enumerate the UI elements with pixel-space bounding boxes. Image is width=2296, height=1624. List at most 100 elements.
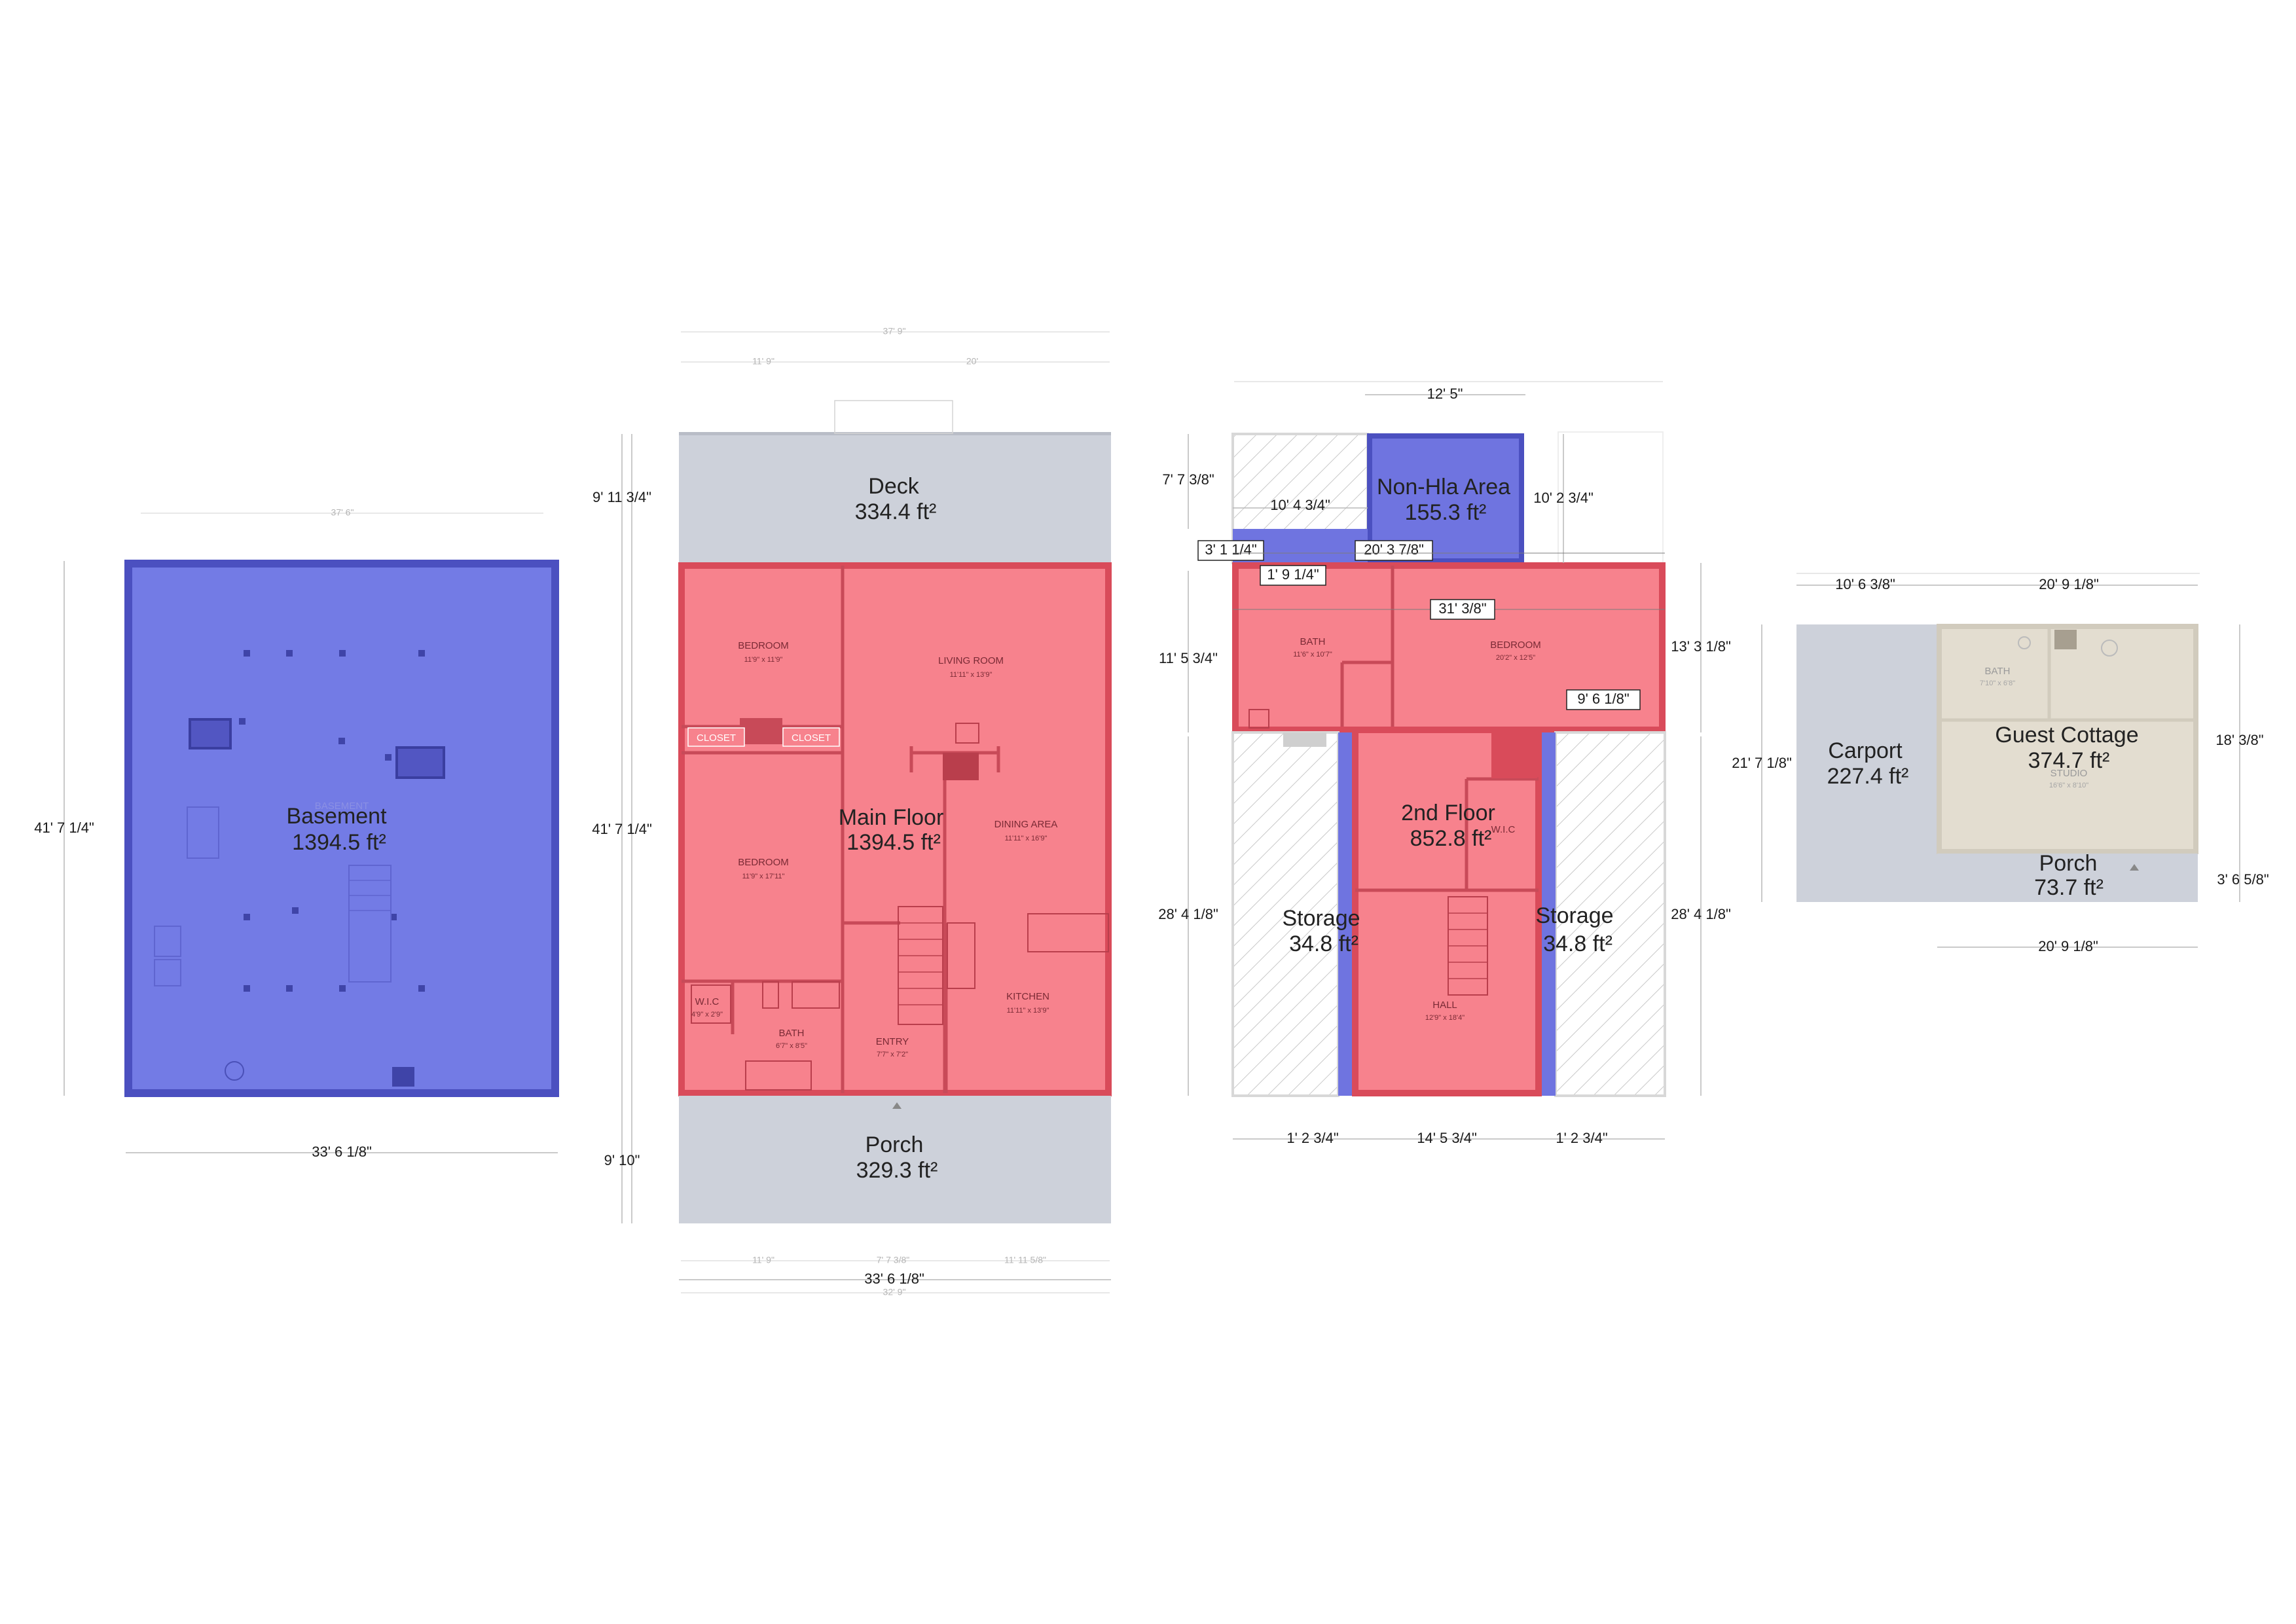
- upper-stair-treads: [1448, 912, 1487, 979]
- non-hla-walls: [1367, 433, 1524, 564]
- second-dim-bottom-right: 1' 2 3/4": [1556, 1130, 1607, 1146]
- toilet: [2018, 636, 2031, 649]
- second-floor-name: 2nd Floor: [1401, 801, 1495, 825]
- guest-cottage-plan[interactable]: Carport 227.4 ft² BATH 7'10" x 6'8" STUD…: [1732, 573, 2269, 954]
- room-size: 11'6" x 10'7": [1293, 651, 1332, 659]
- main-dim-bottom-right: 11' 11 5/8": [1004, 1255, 1046, 1265]
- storage-right-name: Storage: [1535, 903, 1613, 928]
- cottage-porch-area[interactable]: [1937, 854, 2198, 902]
- cottage-dim-top-left: 10' 6 3/8": [1835, 576, 1895, 592]
- room-size: 11'9" x 17'11": [742, 873, 785, 880]
- main-dim-deck: 9' 11 3/4": [592, 489, 651, 505]
- deck-steps: [834, 400, 953, 434]
- room-name: CLOSET: [697, 732, 736, 744]
- guest-cottage-walls: [1937, 624, 2198, 854]
- cottage-room-name: STUDIO: [2050, 768, 2088, 779]
- second-dim-small2: 1' 9 1/4": [1267, 566, 1319, 583]
- dim-tag: [1260, 565, 1326, 586]
- deck-area[interactable]: [679, 434, 1111, 563]
- room-name: CLOSET: [792, 732, 831, 744]
- carport-name: Carport: [1828, 738, 1903, 763]
- dim-tag: [1355, 540, 1433, 561]
- cottage-dim-right-top: 18' 3/8": [2215, 732, 2263, 748]
- storage-right-area-label: 34.8 ft²: [1543, 931, 1613, 956]
- basement-columns: [239, 650, 425, 992]
- second-dim-mid-width: 20' 3 7/8": [1364, 541, 1424, 558]
- main-floor-plan[interactable]: Deck 334.4 ft² BEDROOM 11'9" x 11'9" LIV…: [592, 326, 1112, 1297]
- basement-fixture: [187, 806, 219, 859]
- second-dim-inner-top: 10' 4 3/4": [1270, 497, 1330, 513]
- storage-left-area-label: 34.8 ft²: [1289, 931, 1358, 956]
- basement-dim-width: 33' 6 1/8": [312, 1144, 372, 1160]
- basement-fixture: [154, 926, 181, 957]
- porch-name: Porch: [866, 1132, 924, 1157]
- cottage-dim-left: 21' 7 1/8": [1732, 755, 1792, 771]
- basement-wall-post: [392, 1067, 414, 1087]
- cottage-dim-right-bottom: 3' 6 5/8": [2217, 871, 2269, 888]
- non-hla-name: Non-Hla Area: [1377, 475, 1510, 499]
- basement-dim-height: 41' 7 1/4": [34, 820, 94, 836]
- kitchen-counter: [947, 922, 975, 989]
- second-floor-plan[interactable]: Non-Hla Area 155.3 ft² BATH 11'6" x 10'7…: [1158, 381, 1731, 1146]
- room-size: 11'11" x 16'9": [1005, 835, 1048, 842]
- second-dim-inner-right: 9' 6 1/8": [1577, 691, 1629, 707]
- main-floor-name: Main Floor: [839, 805, 944, 830]
- second-dim-left-small: 3' 1 1/4": [1205, 541, 1256, 558]
- room-name: DINING AREA: [994, 819, 1058, 830]
- second-dim-left-lower: 28' 4 1/8": [1158, 906, 1218, 922]
- sink: [2101, 640, 2118, 657]
- basement-area-label: 1394.5 ft²: [292, 830, 386, 855]
- porch-arrow-icon: [2130, 864, 2139, 871]
- main-dim-top-left: 11' 9": [752, 356, 774, 367]
- second-dim-total-width: 31' 3/8": [1438, 600, 1486, 617]
- carport-area[interactable]: [1796, 624, 1937, 902]
- basement-room-label: BASEMENT: [315, 801, 369, 812]
- closet-tag: [782, 727, 840, 747]
- closet-tag: [687, 727, 745, 747]
- cottage-dim-bottom: 20' 9 1/8": [2038, 938, 2098, 954]
- basement-plan[interactable]: BASEMENT Basement 1394.5 ft² 37' 6" 41' …: [34, 507, 559, 1160]
- room-size: 6'7" x 8'5": [776, 1042, 807, 1050]
- non-hla-area-label: 155.3 ft²: [1405, 500, 1487, 525]
- porch-area[interactable]: [679, 1096, 1111, 1223]
- second-floor-lower[interactable]: [1353, 732, 1541, 1096]
- cottage-porch-area-label: 73.7 ft²: [2034, 875, 2104, 900]
- dim-tag: [1430, 599, 1495, 620]
- room-name: ENTRY: [876, 1036, 909, 1047]
- room-name: BATH: [779, 1028, 805, 1039]
- second-dim-left-mid: 11' 5 3/4": [1159, 650, 1218, 666]
- basement-drain: [225, 1061, 244, 1081]
- guest-cottage-area-label: 374.7 ft²: [2028, 748, 2110, 773]
- storage-left-name: Storage: [1282, 906, 1360, 931]
- main-dim-top-right: 20': [966, 356, 978, 367]
- room-name: W.I.C: [1491, 824, 1516, 835]
- kitchen-counter: [1027, 913, 1109, 952]
- second-floor-interior-walls: [1340, 566, 1394, 730]
- guest-cottage-area[interactable]: [1937, 624, 2198, 854]
- room-name: W.I.C: [695, 996, 720, 1007]
- carport-area-label: 227.4 ft²: [1827, 764, 1909, 789]
- storage-right-area[interactable]: [1554, 731, 1666, 1097]
- room-size: 11'11" x 13'9": [950, 671, 993, 679]
- second-floor-lower-walls: [1352, 727, 1542, 1096]
- basement-fixture: [395, 746, 445, 779]
- main-dim-bottom-left: 11' 9": [752, 1255, 774, 1265]
- guest-cottage-interior-walls: [1939, 626, 2196, 722]
- cottage-room-name: BATH: [1985, 666, 2011, 677]
- basement-fixture: [154, 959, 181, 986]
- guest-cottage-name: Guest Cottage: [1995, 723, 2138, 748]
- dim-tag: [1197, 540, 1264, 561]
- basement-dim-top: 37' 6": [331, 507, 354, 518]
- bathtub: [745, 1060, 812, 1091]
- room-name: BEDROOM: [738, 857, 789, 868]
- main-floor-area-label: 1394.5 ft²: [847, 830, 941, 855]
- room-size: 11'11" x 13'9": [1007, 1007, 1049, 1015]
- main-stairs: [898, 906, 943, 1025]
- basement-name: Basement: [286, 804, 387, 829]
- basement-stair-treads: [349, 880, 391, 911]
- main-floor-walls: [678, 562, 1112, 1096]
- deck-area-label: 334.4 ft²: [855, 499, 937, 524]
- main-floor-area[interactable]: [679, 563, 1111, 1096]
- room-size: 7'7" x 7'2": [877, 1051, 908, 1058]
- room-name: BEDROOM: [738, 640, 789, 651]
